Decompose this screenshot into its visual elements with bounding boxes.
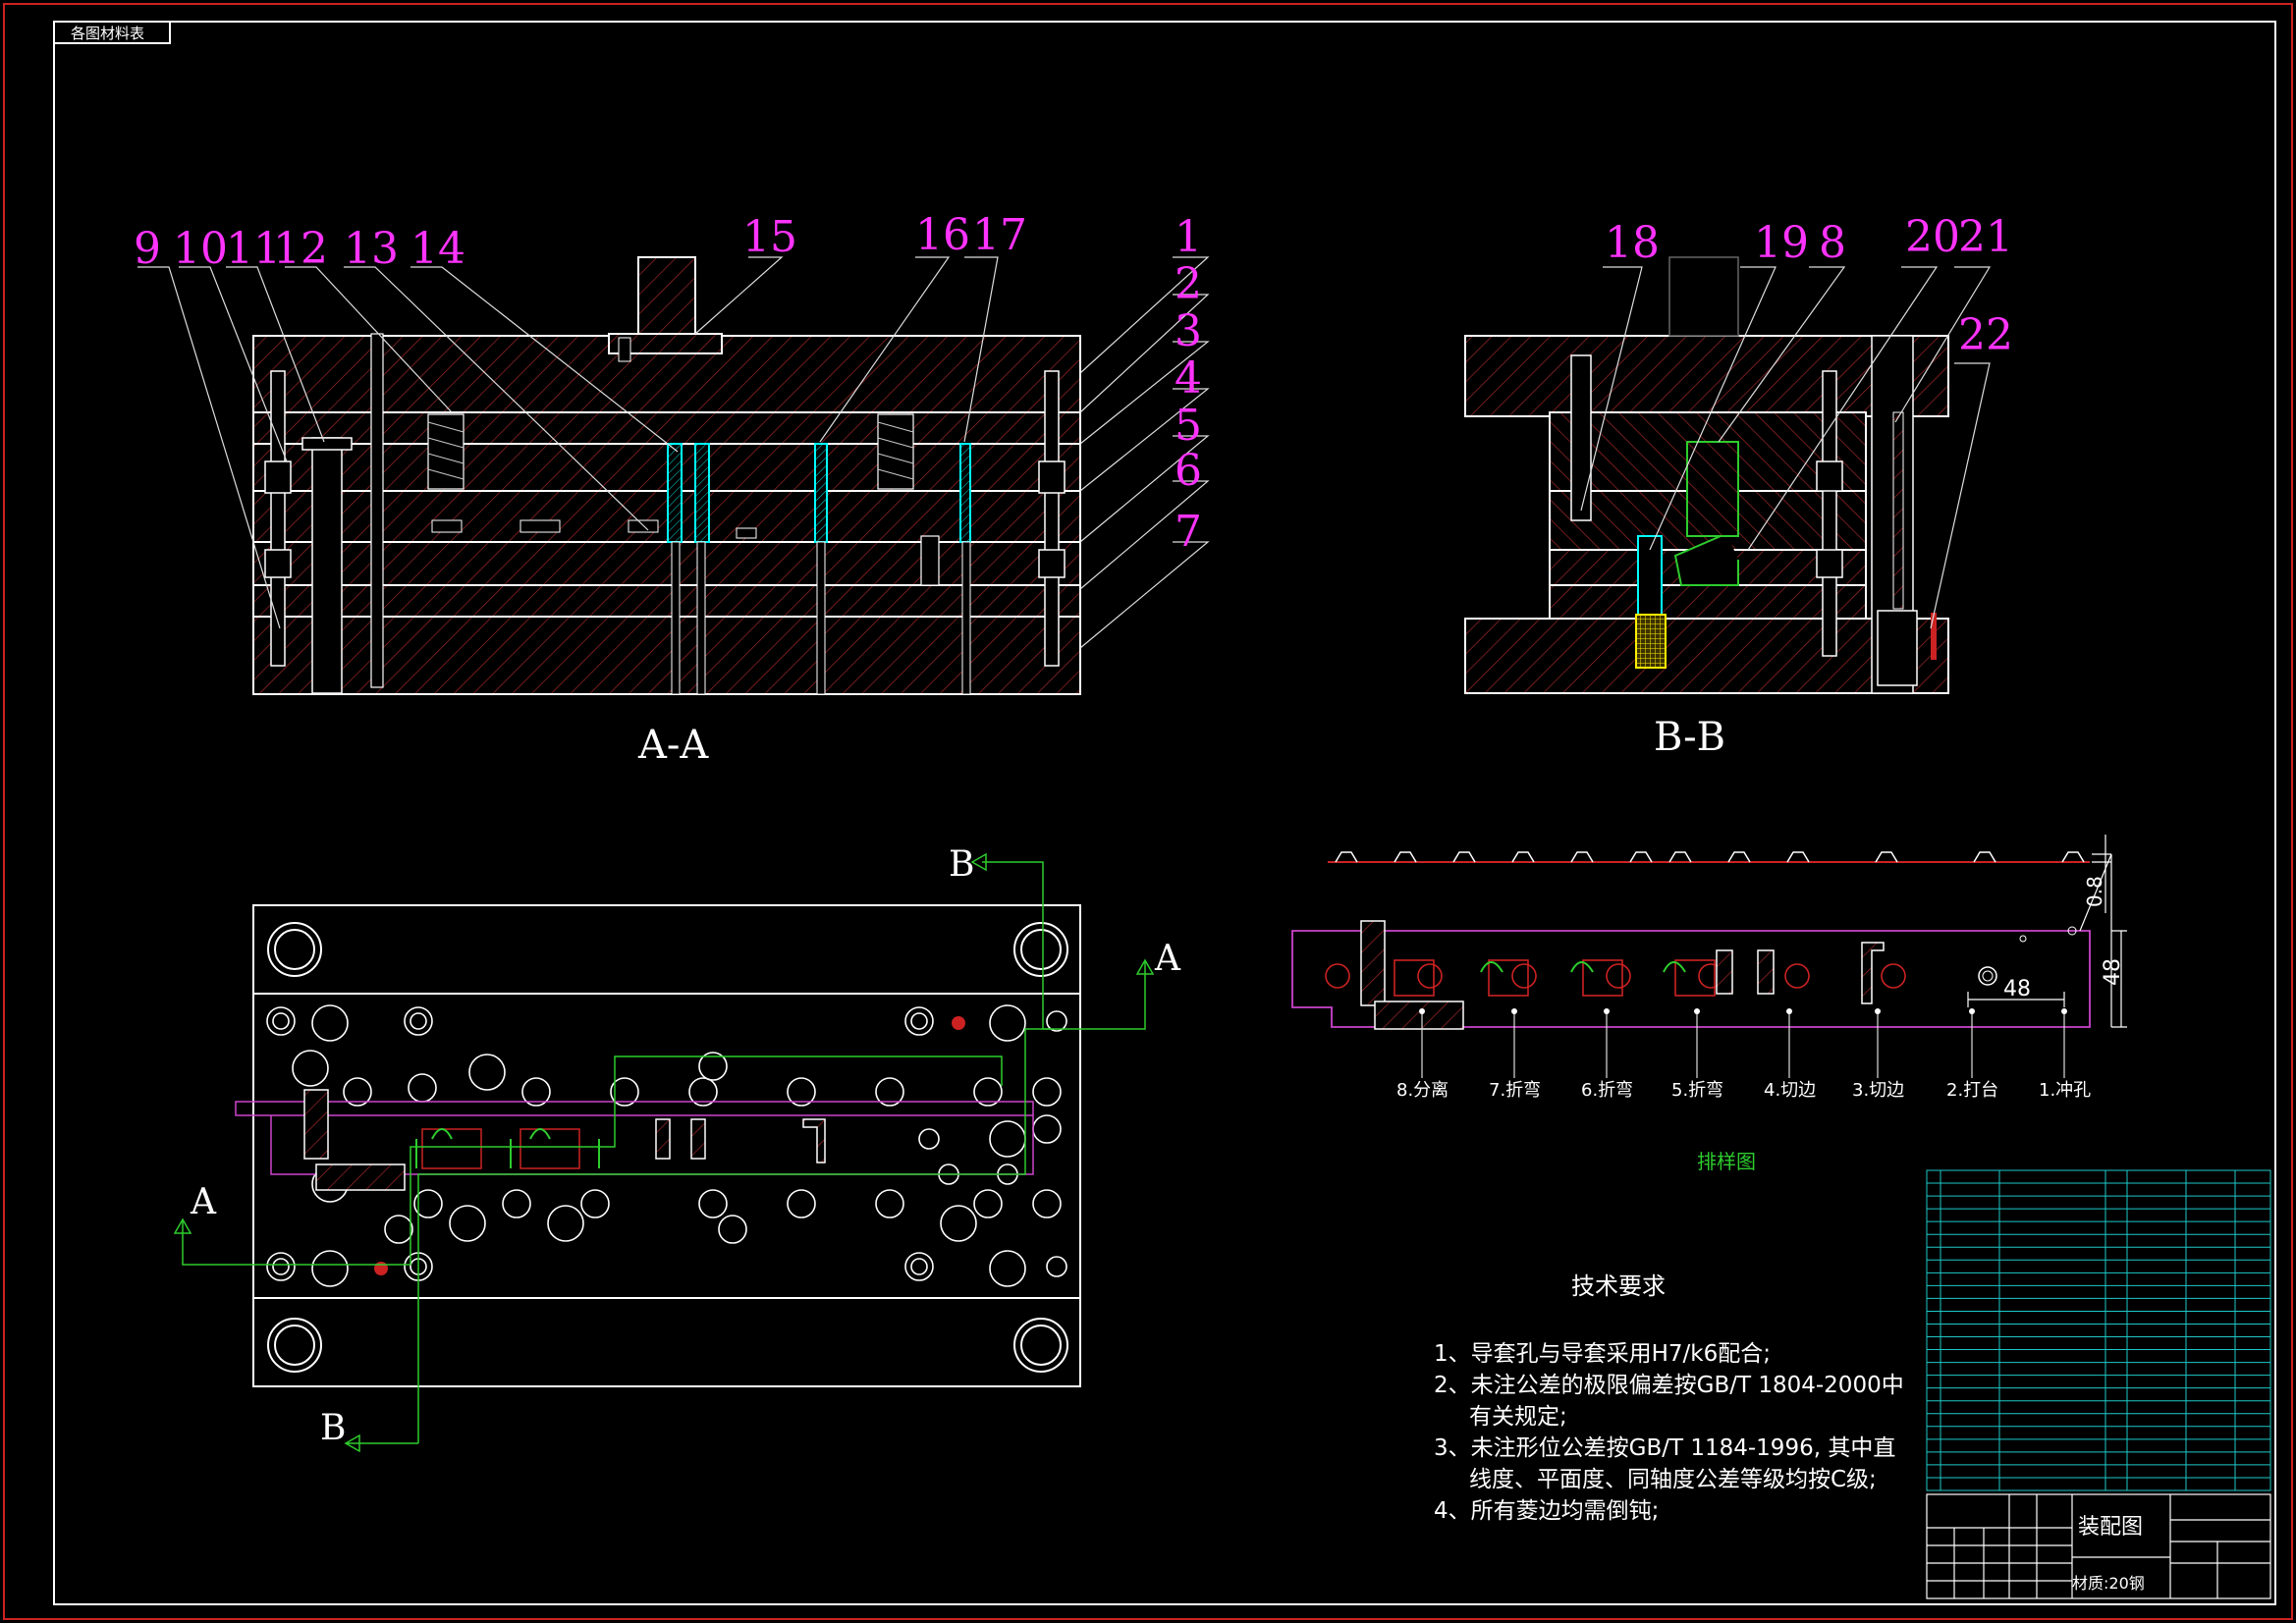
callout-14: 14 (410, 224, 465, 274)
drawing-material: 材质:20钢 (2072, 1574, 2145, 1593)
section-bb (1464, 256, 1949, 694)
tech-req-title: 技术要求 (1571, 1272, 1666, 1300)
station-1: 1.冲孔 (2039, 1080, 2091, 1101)
drawing-name: 装配图 (2078, 1515, 2143, 1540)
section-aa (252, 256, 1081, 695)
corner-tag-box (53, 21, 171, 44)
section-bb-label: B-B (1654, 715, 1725, 760)
callout-4: 4 (1175, 353, 1202, 404)
cut-mark-b-bottom: B (320, 1408, 346, 1448)
tech-req-item-2: 2、未注公差的极限偏差按GB/T 1804-2000中 (1434, 1373, 1904, 1398)
corner-tag: 各图材料表 (71, 25, 144, 42)
tech-req-item-4: 4、所有菱边均需倒钝; (1434, 1498, 1659, 1524)
callout-20: 20 (1905, 212, 1960, 262)
callout-16: 16 (915, 210, 970, 260)
parts-list-table (1926, 1169, 2271, 1491)
strip-layout (1291, 835, 2127, 1078)
callout-1: 1 (1175, 212, 1202, 262)
station-6: 6.折弯 (1581, 1080, 1633, 1101)
strip-stations: 8.分离 7.折弯 6.折弯 5.折弯 4.切边 3.切边 2.打台 1.冲孔 (1396, 1080, 2091, 1101)
callout-10: 10 (173, 224, 228, 274)
plan-strip (235, 1089, 1034, 1191)
tech-req-item-2b: 有关规定; (1469, 1404, 1567, 1430)
section-cut-marks: B A A B (190, 844, 1181, 1448)
callout-18: 18 (1605, 218, 1660, 268)
callout-22: 22 (1958, 310, 2013, 360)
station-7: 7.折弯 (1489, 1080, 1541, 1101)
callout-7: 7 (1175, 507, 1202, 557)
callout-5: 5 (1175, 401, 1202, 451)
leaders-aa (137, 256, 1210, 649)
section-cut-lines (173, 852, 1155, 1453)
callout-3: 3 (1175, 306, 1202, 356)
callouts-bb: 18 19 8 20 21 22 (1605, 212, 2013, 360)
callout-12: 12 (273, 224, 328, 274)
strip-dim-pitch: 48 (2003, 977, 2031, 1001)
station-4: 4.切边 (1764, 1080, 1816, 1101)
inner-frame (53, 21, 2276, 1605)
outer-frame (3, 3, 2293, 1620)
station-8: 8.分离 (1396, 1080, 1449, 1101)
strip-dim-thickness: 0.8 (2083, 876, 2106, 907)
tech-req-item-3b: 线度、平面度、同轴度公差等级均按C级; (1469, 1467, 1877, 1492)
technical-requirements: 技术要求 1、导套孔与导套采用H7/k6配合; 2、未注公差的极限偏差按GB/T… (1434, 1272, 1904, 1524)
strip-layout-title: 排样图 (1697, 1150, 1756, 1173)
cut-mark-a-right: A (1154, 939, 1181, 979)
cut-mark-a-left: A (190, 1182, 217, 1222)
callout-9: 9 (134, 224, 161, 274)
tech-req-item-3: 3、未注形位公差按GB/T 1184-1996, 其中直 (1434, 1435, 1895, 1461)
callout-17: 17 (972, 210, 1027, 260)
callouts-aa: 9 10 11 12 13 14 15 16 17 1 2 3 4 5 6 7 (134, 210, 1202, 557)
plan-view (252, 904, 1081, 1387)
strip-dim-width: 48 (2101, 958, 2125, 986)
callout-15: 15 (742, 212, 797, 262)
station-5: 5.折弯 (1671, 1080, 1723, 1101)
title-block (1926, 1493, 2271, 1599)
callout-21: 21 (1958, 212, 2013, 262)
leaders-bb (1580, 266, 1992, 629)
callout-11: 11 (226, 224, 281, 274)
tech-req-item-1: 1、导套孔与导套采用H7/k6配合; (1434, 1341, 1771, 1367)
cut-mark-b-top: B (949, 844, 974, 885)
station-2: 2.打台 (1946, 1080, 1998, 1101)
callout-19: 19 (1754, 218, 1809, 268)
callout-2: 2 (1175, 259, 1202, 309)
callout-13: 13 (344, 224, 399, 274)
station-3: 3.切边 (1852, 1080, 1904, 1101)
callout-6: 6 (1175, 446, 1202, 496)
section-aa-label: A-A (637, 723, 709, 768)
callout-8: 8 (1819, 218, 1846, 268)
